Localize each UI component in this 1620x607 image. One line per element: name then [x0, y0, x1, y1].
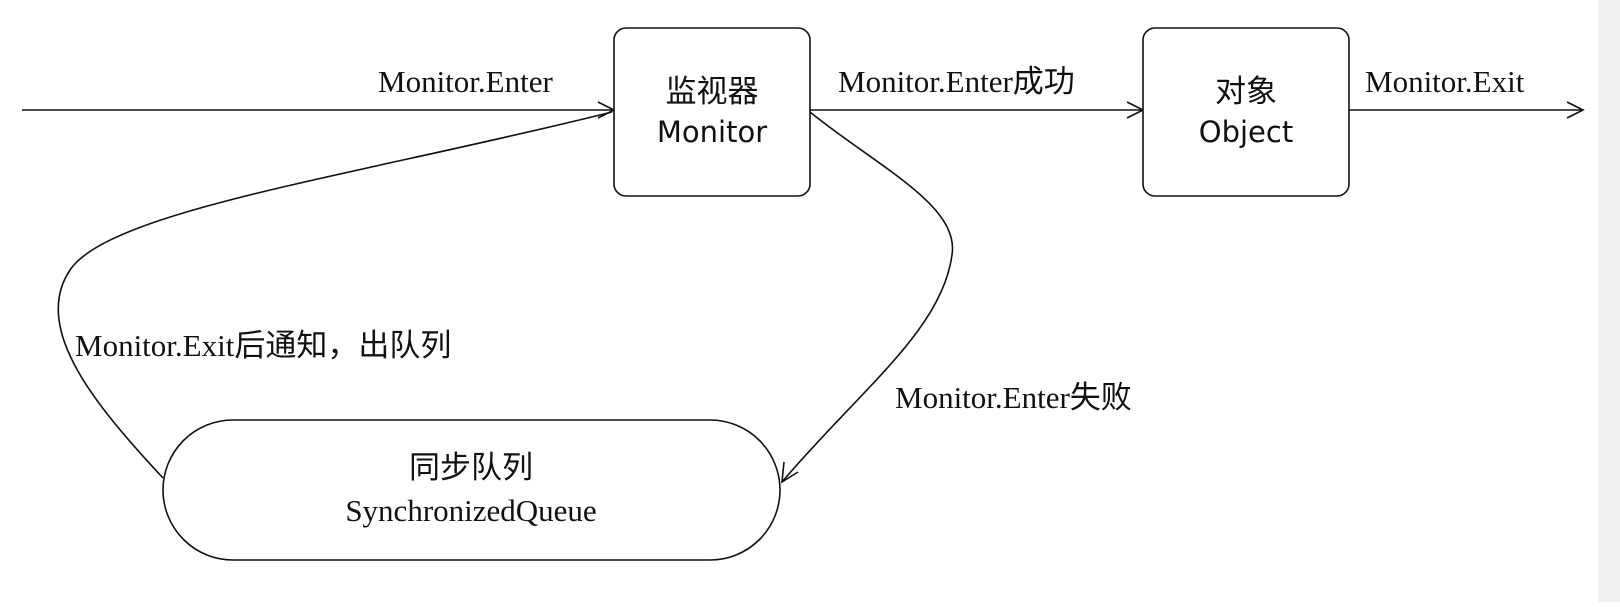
enter-fail-edge-curve — [781, 111, 954, 483]
exit-label: Monitor.Exit — [1365, 64, 1525, 99]
exit-notify-label: Monitor.Exit后通知，出队列 — [75, 328, 451, 363]
queue-title: 同步队列 — [409, 450, 533, 486]
monitor-box — [613, 27, 811, 197]
synchronized-queue-capsule — [162, 419, 781, 561]
enter-success-label: Monitor.Enter成功 — [838, 64, 1075, 99]
monitor-subtitle: Monitor — [657, 115, 767, 149]
object-box — [1142, 27, 1350, 197]
exit-notify-edge-curve — [57, 111, 613, 479]
monitor-title: 监视器 — [666, 74, 759, 110]
queue-subtitle: SynchronizedQueue — [345, 493, 596, 528]
enter-label: Monitor.Enter — [378, 64, 553, 99]
object-subtitle: Object — [1199, 115, 1293, 149]
exit-arrowhead — [1566, 101, 1585, 119]
enter-fail-label: Monitor.Enter失败 — [895, 380, 1132, 415]
scrollbar-track[interactable] — [1598, 0, 1620, 602]
enter-fail-arrowhead — [781, 461, 799, 484]
object-title: 对象 — [1215, 74, 1277, 110]
